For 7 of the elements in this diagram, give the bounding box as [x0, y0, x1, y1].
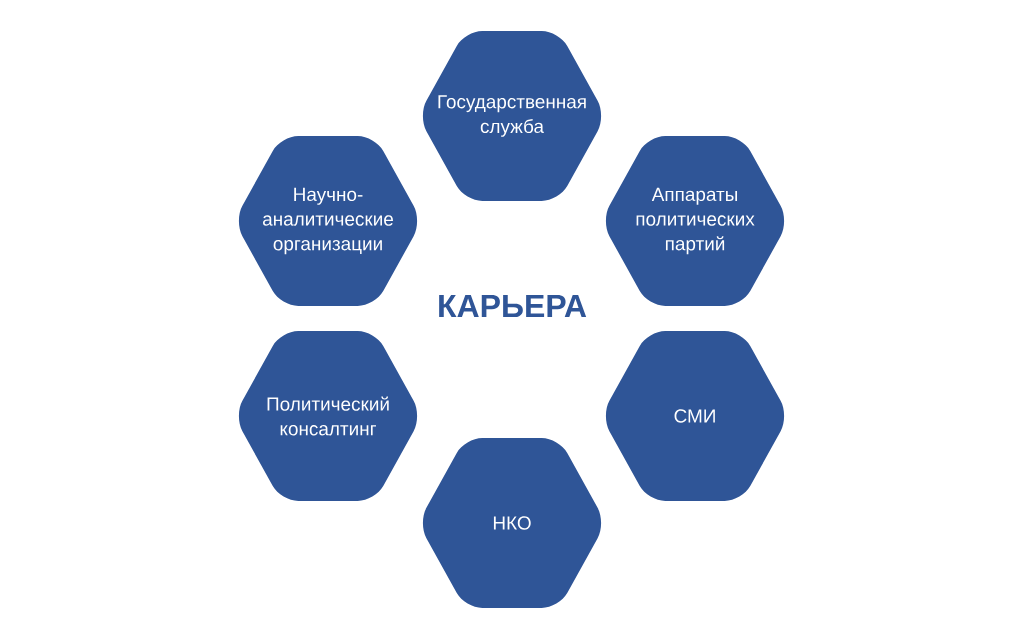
hexagon: Государственная служба	[422, 31, 602, 201]
hexagon: Аппараты политических партий	[605, 136, 785, 306]
hexagon: НКО	[422, 438, 602, 608]
hexagon: Научно-аналитические организации	[238, 136, 418, 306]
hexagon: Политический консалтинг	[238, 331, 418, 501]
hexagon: СМИ	[605, 331, 785, 501]
heading: КАРЬЕРА	[439, 295, 587, 317]
